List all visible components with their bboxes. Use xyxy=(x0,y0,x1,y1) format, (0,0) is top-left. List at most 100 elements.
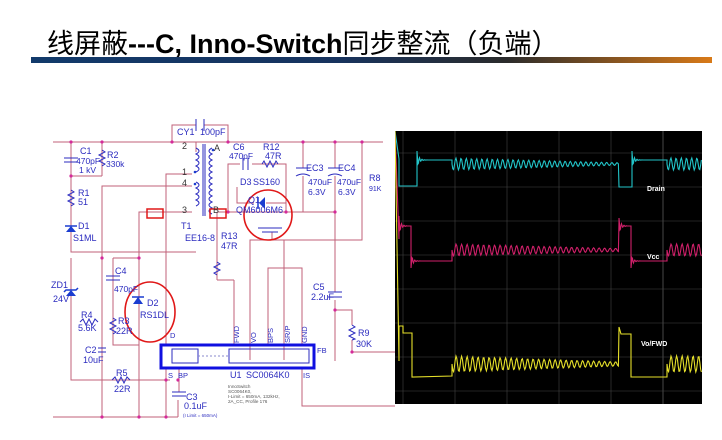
title-suffix: 同步整流（负端） xyxy=(342,29,559,59)
label-q1: Q1 xyxy=(248,195,260,205)
label-r12-value: 47R xyxy=(265,151,282,161)
pin-is: IS xyxy=(303,371,310,380)
highlight-box-pinB xyxy=(209,208,227,219)
label-ec3-rating: 6.3V xyxy=(308,187,326,197)
label-d1: D1 xyxy=(78,221,90,231)
ic-desc-line: 2A_CC, Profile 176 xyxy=(228,399,268,404)
label-c3: C3 xyxy=(186,392,198,402)
label-cy1: CY1 xyxy=(177,127,195,137)
title-bold: ---C, Inno-Switch xyxy=(128,29,343,59)
label-c6-value: 470pF xyxy=(229,151,253,161)
label-r8-value: 91K xyxy=(369,186,382,193)
highlight-box-pin3 xyxy=(146,208,164,219)
title-prefix: 线屏蔽 xyxy=(47,29,128,59)
label-zd1: ZD1 xyxy=(51,280,68,290)
ic-part: SC0064K0 xyxy=(246,370,290,380)
label-c1-rating: 1 kV xyxy=(79,165,96,175)
label-pin-b: B xyxy=(213,205,219,215)
pin-d: D xyxy=(170,331,176,340)
label-t1: T1 xyxy=(181,221,192,231)
circuit-schematic: CY1 100pF C1 470pF 1 kV R2 330k R1 51 D1… xyxy=(51,119,395,419)
label-d2: D2 xyxy=(147,298,159,308)
pin-fwd: FWD xyxy=(232,325,241,343)
channel-label-vo-fwd: Vo/FWD xyxy=(641,341,667,348)
label-r8: R8 xyxy=(369,173,381,183)
label-c4-value: 470pF xyxy=(114,284,138,294)
label-c5: C5 xyxy=(313,282,325,292)
label-pin-2: 2 xyxy=(182,141,187,151)
label-pin-1: 1 xyxy=(182,167,187,177)
ic-desc-line: SC0064K0, xyxy=(228,389,252,394)
label-ec3: EC3 xyxy=(306,163,324,173)
ic-u1-box xyxy=(159,343,316,370)
label-c5-value: 2.2uF xyxy=(311,292,335,302)
pin-bps: BPS xyxy=(266,328,275,343)
label-r4-value: 5.6K xyxy=(78,323,97,333)
highlight-circle-q1 xyxy=(243,189,293,241)
ic-description: InnoSwitch SC0064K0, I-Limit = 650mA, 13… xyxy=(228,384,280,404)
ic-u1-left-block xyxy=(171,348,199,364)
label-r4: R4 xyxy=(81,310,93,320)
label-ec4-value: 470uF xyxy=(337,177,361,187)
zd1-zener-icon xyxy=(66,290,76,296)
label-r9: R9 xyxy=(358,328,370,338)
vcc-trace xyxy=(394,130,702,269)
ic-u1-right-block xyxy=(228,348,310,364)
label-r1: R1 xyxy=(78,188,90,198)
ic-desc-line: I-Limit = 650mA, 132kHz, xyxy=(228,394,280,399)
pin-vo: VO xyxy=(249,332,258,343)
label-d1-value: S1ML xyxy=(73,233,97,243)
vo-fwd-trace xyxy=(394,130,702,378)
label-pin-4: 4 xyxy=(182,178,187,188)
label-c1-value: 470pF xyxy=(76,156,100,166)
label-zd1-value: 24V xyxy=(53,294,69,304)
label-ec3-value: 470uF xyxy=(308,177,332,187)
label-r12: R12 xyxy=(263,142,280,152)
label-d3: D3 xyxy=(240,177,252,187)
drain-trace xyxy=(394,130,702,188)
pin-bp: BP xyxy=(178,371,188,380)
label-r3-value: 22R xyxy=(116,326,133,336)
highlight-circle-d2 xyxy=(124,281,176,343)
d1-diode-icon xyxy=(66,226,76,232)
label-c4: C4 xyxy=(115,266,127,276)
label-r1-value: 51 xyxy=(78,197,88,207)
diode-symbols xyxy=(63,148,265,304)
label-d2-value: RS1DL xyxy=(140,310,169,320)
title-divider xyxy=(31,57,712,63)
d3-diode-icon xyxy=(259,197,265,209)
label-c3-note: (I Limit = 650mA) xyxy=(183,413,218,418)
label-c6: C6 xyxy=(233,142,245,152)
scope-channel-labels: Drain Vcc Vo/FWD xyxy=(641,186,667,348)
channel-label-drain: Drain xyxy=(647,186,665,193)
label-r2: R2 xyxy=(107,150,119,160)
label-r9-value: 30K xyxy=(356,339,372,349)
label-r5: R5 xyxy=(116,368,128,378)
channel-label-vcc: Vcc xyxy=(647,254,660,261)
scope-screen: Drain Vcc Vo/FWD xyxy=(394,130,702,404)
label-c3-value: 0.1uF xyxy=(184,401,208,411)
label-pin-a: A xyxy=(214,143,220,153)
label-r13: R13 xyxy=(221,231,238,241)
label-r3: R3 xyxy=(118,316,130,326)
pin-gnd: GND xyxy=(300,326,309,343)
label-r2-value: 330k xyxy=(106,159,125,169)
label-c2-value: 10uF xyxy=(83,355,104,365)
ic-ref: U1 xyxy=(230,370,242,380)
d2-diode-icon xyxy=(133,297,143,304)
component-symbols xyxy=(64,119,357,397)
junction-dots xyxy=(69,140,364,419)
label-c2: C2 xyxy=(85,345,97,355)
component-labels: CY1 100pF C1 470pF 1 kV R2 330k R1 51 D1… xyxy=(51,127,382,418)
label-q1-value: QM6006M6 xyxy=(236,205,283,215)
label-ec4-rating: 6.3V xyxy=(338,187,356,197)
label-r13-value: 47R xyxy=(221,241,238,251)
label-d3-value: SS160 xyxy=(253,177,280,187)
label-r5-value: 22R xyxy=(114,384,131,394)
label-t1-value: EE16-8 xyxy=(185,233,215,243)
label-c1: C1 xyxy=(80,146,92,156)
ic-pin-labels: FWD VO BPS SR/P GND D S BP FB IS U1 SC00… xyxy=(168,325,327,380)
scope-grid xyxy=(395,131,702,404)
label-cy1-value: 100pF xyxy=(200,127,226,137)
oscilloscope-capture: Drain Vcc Vo/FWD xyxy=(394,130,702,404)
